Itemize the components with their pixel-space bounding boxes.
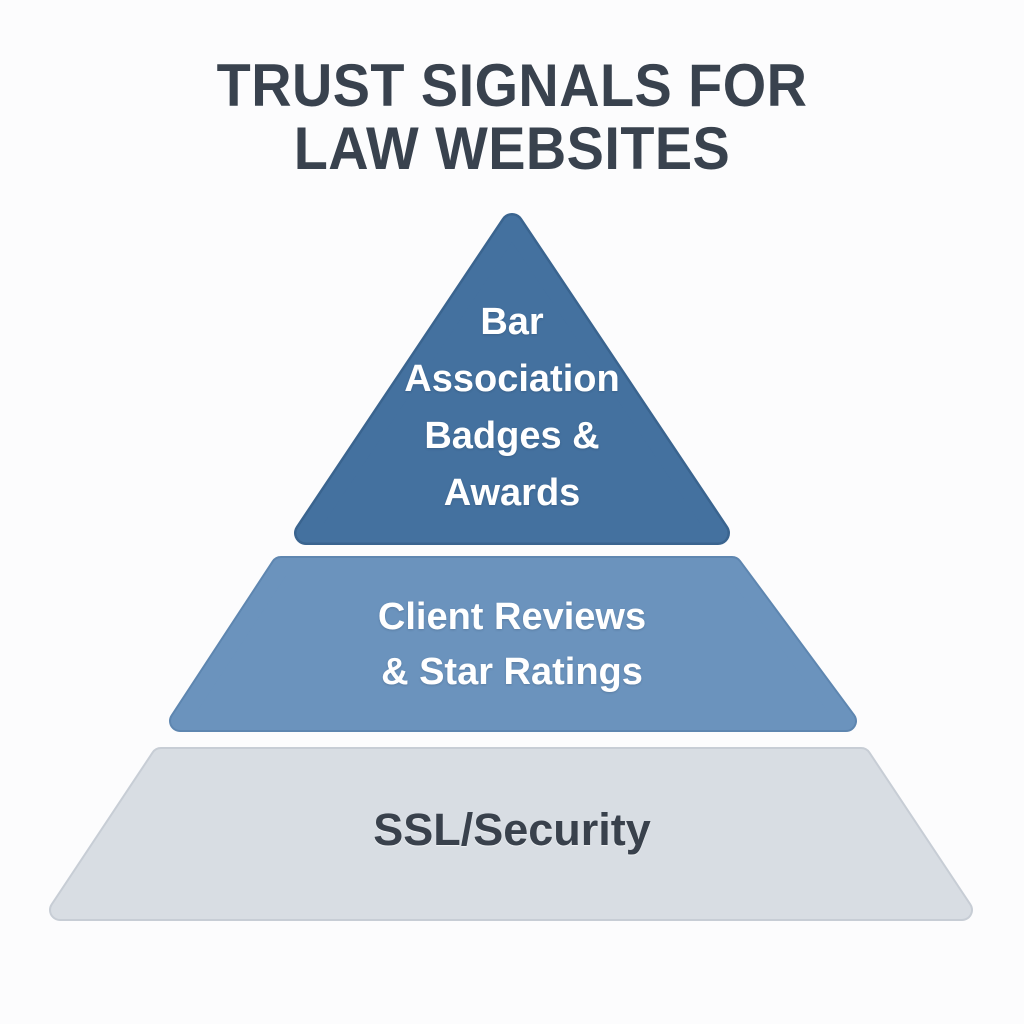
tier-top-body [296, 215, 728, 543]
tier-middle-label: Client Reviews & Star Ratings [0, 590, 1024, 700]
pyramid-tier-bottom-shape [49, 747, 973, 921]
tier-top-label-line-4: Awards [443, 472, 581, 514]
tier-bottom-label: SSL/Security [0, 805, 1024, 855]
tier-top-label-line-2: Association [404, 358, 620, 400]
tier-top-label-line-1: Bar [480, 301, 544, 343]
tier-middle-body [171, 558, 855, 730]
tier-bottom-label-line-1: SSL/Security [373, 804, 651, 855]
page-title-line-1: TRUST SIGNALS FOR [216, 52, 808, 119]
tier-middle-label-line-1: Client Reviews [377, 596, 647, 638]
page-title-line-2: LAW WEBSITES [293, 115, 731, 182]
page-title: TRUST SIGNALS FOR LAW WEBSITES [36, 54, 988, 180]
tier-bottom-body [51, 749, 971, 919]
pyramid-tier-middle-shape [169, 556, 857, 732]
tier-middle-label-line-2: & Star Ratings [381, 651, 643, 693]
tier-top-label: Bar Association Badges & Awards [0, 294, 1024, 522]
pyramid-tier-top-shape [294, 213, 730, 545]
tier-top-label-line-3: Badges & [424, 415, 600, 457]
